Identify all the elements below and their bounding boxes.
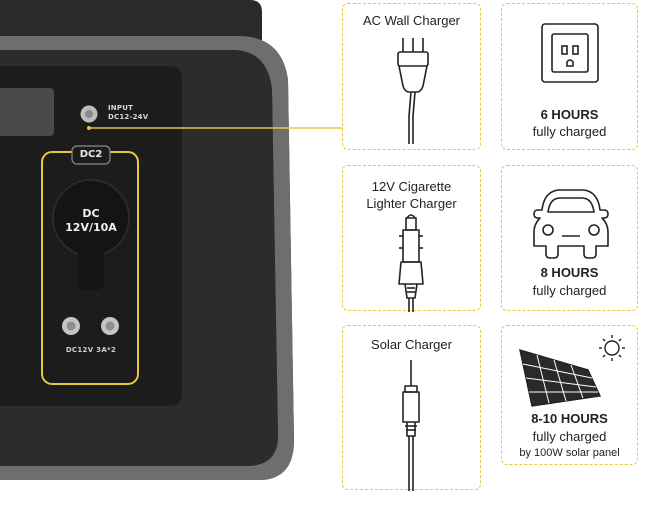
input-label-line2: DC12-24V <box>108 113 149 121</box>
dc2-tag: DC2 <box>79 149 103 160</box>
wall-outlet-result-card: 6 HOURS fully charged <box>501 3 638 150</box>
solar-hours: 8-10 HOURS <box>531 411 608 426</box>
solar-charger-card: Solar Charger <box>342 325 481 491</box>
dc-bottom-label: DC12V 3A*2 <box>65 346 117 354</box>
solar-panel-icon <box>519 335 625 407</box>
dc-jack-icon <box>402 360 420 491</box>
car-hours: 8 HOURS <box>540 265 599 280</box>
ac-charger-card: AC Wall Charger <box>342 3 481 150</box>
ac-plug-icon <box>397 38 429 144</box>
cigarette-charger-title-line1: 12V Cigarette <box>371 179 452 194</box>
cigarette-charger-title-line2: Lighter Charger <box>366 196 457 211</box>
cigarette-charger-card: 12V Cigarette Lighter Charger <box>342 165 481 312</box>
dc-port-label-line2: 12V/10A <box>65 221 117 234</box>
dc-port-label-line1: DC <box>82 207 100 220</box>
solar-charger-title: Solar Charger <box>371 337 452 352</box>
wall-outlet-icon <box>541 23 599 83</box>
power-station-illustration <box>0 0 342 504</box>
car-result-card: 8 HOURS fully charged <box>501 165 638 311</box>
car-icon <box>533 189 609 259</box>
solar-panel-result-card <box>501 325 638 465</box>
solar-sub2: by 100W solar panel <box>519 447 620 459</box>
input-label-line1: INPUT <box>108 104 134 112</box>
car-sub: fully charged <box>532 283 607 298</box>
wall-outlet-sub: fully charged <box>532 124 607 139</box>
solar-sub: fully charged <box>532 429 607 444</box>
cigarette-plug-icon <box>398 214 424 312</box>
wall-outlet-hours: 6 HOURS <box>540 107 599 122</box>
ac-charger-title: AC Wall Charger <box>362 13 461 28</box>
